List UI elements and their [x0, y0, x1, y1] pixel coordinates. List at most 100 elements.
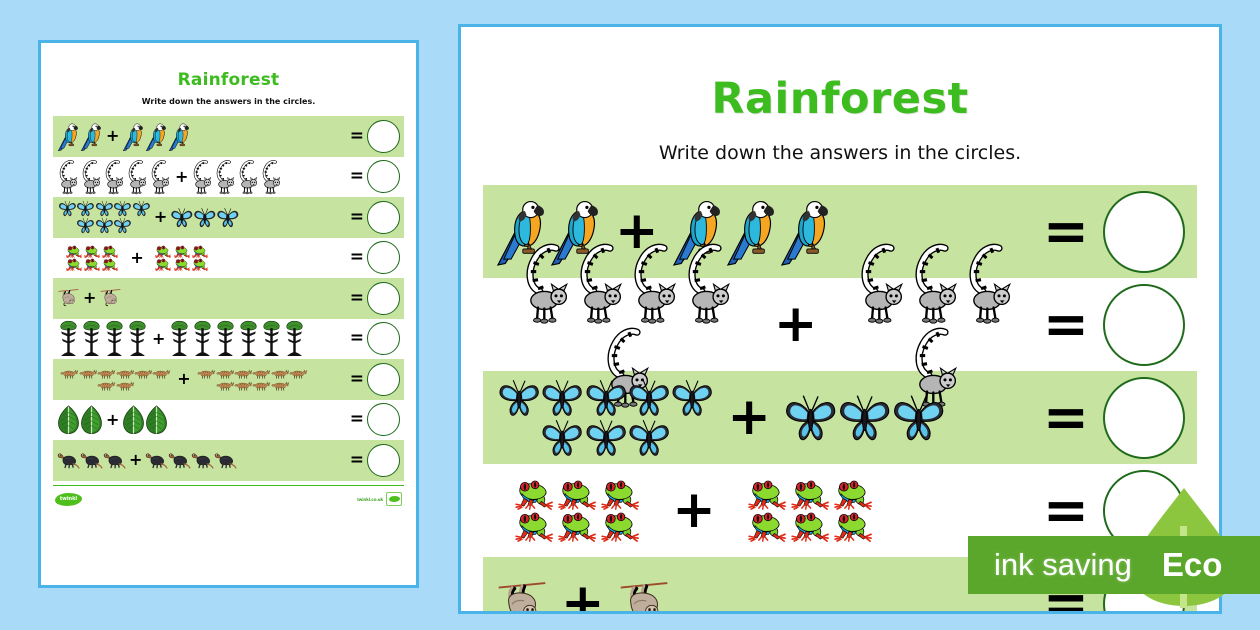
equation-row: + [483, 185, 1197, 278]
thumbnail-subtitle: Write down the answers in the circles. [141, 97, 316, 106]
blue-butterfly-item [58, 200, 76, 217]
equals-operator: = [349, 449, 364, 470]
addend-group [99, 289, 122, 307]
rainforest-tree-icon [194, 321, 211, 357]
red-eyed-tree-frog-icon [173, 258, 190, 271]
answer-circle[interactable] [367, 322, 400, 356]
ring-tailed-lemur-icon [526, 243, 569, 324]
jaguar-item [116, 367, 134, 380]
ring-tailed-lemur-item [574, 241, 628, 325]
jaguar-item [271, 379, 289, 391]
tree-frog-item [789, 511, 832, 542]
blue-butterfly-item [891, 393, 945, 443]
blue-butterfly-icon [194, 207, 216, 227]
blue-butterfly-icon [586, 379, 626, 416]
red-eyed-tree-frog-icon [515, 480, 553, 511]
answer-circle[interactable] [367, 443, 400, 477]
howler-monkey-icon [215, 453, 237, 469]
plus-operator: + [177, 369, 191, 389]
ring-tailed-lemur-icon [240, 160, 258, 195]
red-eyed-tree-frog-icon [834, 480, 872, 511]
howler-monkey-icon [169, 453, 191, 469]
blue-butterfly-icon [95, 218, 113, 234]
jaguar-icon [79, 369, 97, 380]
tree-frog-item [832, 479, 875, 511]
answer-circle[interactable] [367, 362, 400, 396]
macaw-parrot-icon [780, 201, 828, 266]
jaguar-icon [134, 369, 153, 380]
equation-row: + [53, 319, 404, 360]
red-eyed-tree-frog-icon [515, 512, 553, 542]
jaguar-item [234, 379, 252, 391]
answer-circle[interactable] [1103, 190, 1185, 273]
addend-group [194, 367, 311, 391]
answer-circle[interactable] [1103, 283, 1185, 366]
red-eyed-tree-frog-icon [65, 258, 82, 271]
plus-operator: + [175, 166, 189, 186]
equation-row: + [53, 238, 404, 279]
addend-group [495, 241, 762, 408]
ring-tailed-lemur-item [963, 241, 1017, 325]
sloth-icon [100, 289, 121, 307]
ring-tailed-lemur-icon [217, 160, 235, 195]
rainforest-tree-item [283, 320, 306, 357]
macaw-parrot-icon [726, 201, 774, 266]
page-title: Rainforest [711, 74, 969, 124]
jaguar-icon [234, 369, 252, 380]
red-eyed-tree-frog-icon [558, 480, 596, 511]
worksheet-thumbnail[interactable]: Rainforest Write down the answers in the… [38, 40, 419, 588]
blue-butterfly-item [76, 217, 95, 234]
blue-butterfly-item [584, 378, 627, 418]
jaguar-item [252, 379, 271, 391]
jaguar-item [134, 367, 153, 380]
sloth-item [57, 289, 80, 307]
ring-tailed-lemur-icon [59, 160, 78, 195]
addend-group [57, 200, 151, 234]
answer-circle[interactable] [367, 200, 400, 234]
answer-circle[interactable] [367, 403, 400, 437]
ring-tailed-lemur-item [214, 159, 237, 195]
blue-butterfly-icon [499, 379, 539, 416]
blue-butterfly-item [193, 207, 216, 228]
answer-circle[interactable] [367, 241, 400, 275]
addend-group [495, 378, 715, 457]
blue-butterfly-icon [114, 201, 131, 217]
jaguar-icon [116, 369, 134, 380]
tree-frog-item [513, 479, 556, 511]
addend-group [168, 320, 306, 357]
equals-operator: = [1042, 478, 1089, 543]
rainforest-tree-icon [60, 321, 77, 357]
blue-butterfly-item [540, 378, 583, 418]
rainforest-tree-icon [263, 321, 280, 357]
blue-butterfly-icon [672, 379, 712, 416]
addend-group [122, 405, 168, 434]
red-eyed-tree-frog-icon [102, 245, 119, 258]
macaw-parrot-icon [550, 201, 598, 266]
eco-badge-word: Eco [1161, 546, 1223, 583]
worksheet-preview-page[interactable]: Rainforest Write down the answers in the… [458, 24, 1222, 614]
addend-group [57, 121, 103, 152]
howler-monkey-item [168, 452, 191, 469]
red-eyed-tree-frog-icon [601, 512, 640, 542]
jaguar-icon [253, 381, 271, 391]
blue-butterfly-icon [629, 379, 669, 416]
plus-operator: + [130, 247, 144, 267]
answer-circle[interactable] [1103, 376, 1185, 459]
equals-operator: = [349, 166, 364, 187]
tree-frog-item [154, 258, 172, 271]
ring-tailed-lemur-item [191, 159, 214, 195]
answer-circle[interactable] [367, 281, 400, 315]
macaw-parrot-item [57, 121, 80, 152]
macaw-parrot-icon [123, 123, 144, 151]
blue-butterfly-item [627, 378, 670, 418]
macaw-parrot-icon [80, 123, 101, 151]
answer-circle[interactable] [367, 119, 400, 153]
answer-circle[interactable] [367, 160, 400, 194]
rainforest-leaf-item [57, 405, 80, 434]
ring-tailed-lemur-item [682, 241, 736, 325]
jaguar-item [289, 367, 308, 380]
sloth-icon [58, 289, 79, 307]
tree-frog-item [789, 479, 832, 511]
addend-group [57, 289, 80, 307]
sloth-icon [620, 582, 667, 611]
